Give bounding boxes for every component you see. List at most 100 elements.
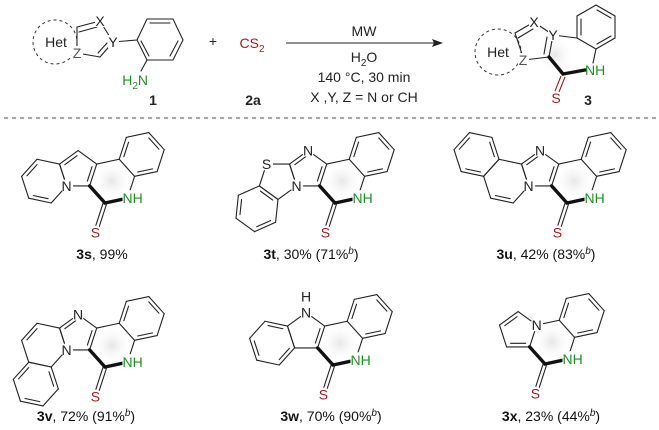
- nitrogen-label: N: [535, 143, 545, 159]
- ring-shading: [320, 323, 361, 364]
- ring-bond: [249, 337, 258, 361]
- reagent-cs2: CS2 2a: [239, 35, 264, 108]
- wedge-bond: [549, 184, 569, 205]
- thione-bond: [98, 203, 107, 227]
- benzene-bond: [148, 132, 165, 151]
- benzene-bond: [118, 136, 127, 160]
- benzene-bond: [353, 294, 378, 300]
- double-bond-line: [18, 366, 30, 380]
- compound-id: 3w: [280, 408, 299, 424]
- compound-id: 3s: [76, 246, 92, 262]
- thione-bond: [560, 203, 569, 227]
- five-ring-bond: [319, 163, 328, 187]
- benzene-bond: [386, 149, 395, 173]
- ring-bond: [19, 400, 44, 407]
- ring-bond: [491, 136, 500, 160]
- benzene-bond: [156, 313, 165, 337]
- ring-bond: [483, 158, 500, 177]
- yield-caption: 3w, 70% (90%b): [280, 408, 381, 424]
- ring-bond: [21, 158, 38, 177]
- yield-caption: 3u, 42% (83%b): [497, 246, 596, 262]
- ring-bond: [483, 175, 492, 199]
- double-bond-line: [278, 347, 290, 361]
- compound-label-2a: 2a: [245, 92, 261, 108]
- label-mask: [550, 225, 564, 239]
- wedge-bond: [87, 184, 107, 205]
- wedge-bond: [317, 184, 337, 205]
- double-bond-line: [314, 328, 321, 344]
- het-label: Het: [487, 44, 509, 60]
- benzene-bond: [384, 311, 393, 335]
- ring-shading: [322, 161, 363, 202]
- nitrogen-label: N: [301, 305, 311, 321]
- condition-temperature-time: 140 °C, 30 min: [318, 69, 411, 85]
- nh-label: NH: [584, 190, 604, 206]
- double-bond-line: [123, 141, 130, 158]
- compound-id: 3t: [263, 246, 276, 262]
- thione-bond: [323, 364, 332, 388]
- double-bond-line: [48, 371, 55, 387]
- ring-bond: [36, 322, 61, 329]
- label-mask: [60, 343, 74, 357]
- ring-bond: [275, 198, 279, 223]
- thione-bond: [328, 203, 337, 227]
- benzene-bond: [348, 136, 357, 160]
- label-mask: [562, 351, 587, 368]
- double-bond-line: [585, 141, 592, 158]
- double-bond-line: [458, 137, 471, 150]
- nitrogen-label: N: [292, 178, 302, 194]
- yield-caption: 3t, 30% (71%b): [263, 246, 358, 262]
- five-ring-bond: [89, 327, 98, 351]
- yield-caption: 3s, 99%: [76, 246, 127, 262]
- compound-label-3: 3: [584, 92, 592, 108]
- sulfur-label: S: [262, 156, 271, 172]
- ring-bond: [21, 175, 30, 199]
- label-mask: [530, 318, 544, 332]
- double-bond-line: [465, 168, 482, 173]
- double-bond-line: [267, 325, 284, 330]
- nh-label: NH: [352, 190, 372, 206]
- benzene-bond: [565, 293, 590, 299]
- ring-shading: [92, 161, 133, 202]
- sulfur-label: S: [551, 90, 560, 106]
- nitrogen-label: N: [62, 342, 72, 358]
- double-bond-line: [548, 166, 555, 182]
- bond: [326, 158, 350, 165]
- double-bond-line: [526, 155, 540, 166]
- ring-bond: [254, 221, 277, 233]
- thione-bond: [535, 363, 544, 387]
- ring-bond: [36, 158, 61, 165]
- bond: [558, 158, 582, 165]
- thione-bond: [538, 364, 547, 388]
- bond: [96, 158, 120, 165]
- double-bond-line: [563, 302, 570, 319]
- benzene-bond: [118, 322, 136, 341]
- nh-label: NH: [350, 352, 370, 368]
- ring-bond: [453, 149, 462, 173]
- condition-xyz-definition: X ,Y, Z = N or CH: [310, 89, 418, 105]
- ring-bond: [264, 320, 289, 327]
- ring-bond: [21, 322, 38, 341]
- amine-label: H2N: [122, 72, 148, 92]
- benzene-bond: [148, 296, 165, 315]
- benzene-bond: [596, 171, 620, 177]
- ring-bond: [453, 132, 470, 151]
- benzene-bond: [596, 310, 605, 334]
- wedge-bond: [315, 346, 335, 367]
- double-bond-line: [137, 332, 154, 337]
- nh-label: NH: [122, 354, 142, 370]
- label-mask: [122, 354, 147, 371]
- double-bond-line: [365, 330, 382, 335]
- condition-mw: MW: [352, 23, 378, 39]
- yield-close: ): [595, 408, 600, 424]
- yield-text: , 42% (83%: [513, 246, 585, 262]
- benzene-bond: [348, 158, 366, 177]
- y-atom-label: Y: [548, 27, 558, 43]
- sulfur-label: S: [531, 385, 540, 401]
- nh-label: NH: [585, 62, 605, 78]
- benzene-bond: [156, 149, 165, 173]
- five-ring-bond: [317, 325, 326, 349]
- double-bond-line: [294, 155, 308, 166]
